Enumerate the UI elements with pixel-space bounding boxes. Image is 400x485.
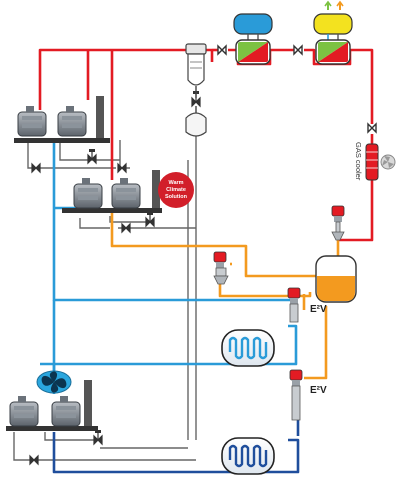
evaporator-icon [221,437,275,475]
expansion-valve-icon [289,369,303,421]
compressor-icon [111,178,141,209]
heat-exchanger-icon [233,13,273,65]
rack-post [96,96,104,140]
compressor-rack-lower [6,380,98,431]
valve-icon [31,162,41,174]
fan-icon [36,370,72,394]
valve-icon [121,222,131,234]
valve-icon [145,212,155,228]
compressor-icon [73,178,103,209]
badge-line1: Warm [168,180,183,186]
valve-icon [87,149,97,165]
fan-icon [380,154,396,170]
rack-base [6,426,98,431]
rack-post [152,170,160,212]
valve-icon [93,430,103,446]
valve-icon [217,44,227,56]
oil-reservoir-icon [185,106,207,137]
oil-separator-icon [185,43,207,98]
badge-line3: Solution [165,194,188,200]
badge-line2: Climate [166,187,186,193]
expansion-valve-icon [287,287,301,323]
e2v-label-lower: E²V [310,385,327,396]
e2v-label-upper: E²V [310,304,327,315]
expansion-valve-icon [331,205,345,241]
rack-base [14,138,110,143]
gas-cooler: GAS cooler [354,142,396,181]
warm-climate-badge: Warm Climate Solution [158,172,194,208]
compressor-icon [51,396,81,427]
mt-suction-lines [40,142,298,394]
receiver-icon [315,255,357,303]
compressor-rack-middle [62,170,162,213]
gas-cooler-label: GAS cooler [354,142,363,181]
compressor-icon [9,396,39,427]
heat-exchanger-icon [313,0,353,65]
compressor-icon [17,106,47,137]
rack-post [84,380,92,428]
rack-base [62,208,162,213]
compressor-icon [57,106,87,137]
valve-icon [367,122,377,134]
valve-icon [29,454,39,466]
evaporator-icon [221,329,275,367]
lt-suction-lines [52,420,300,474]
valve-icon [293,44,303,56]
valve-icon [117,162,127,174]
compressor-rack-upper [14,96,110,143]
expansion-valve-icon [213,251,229,285]
